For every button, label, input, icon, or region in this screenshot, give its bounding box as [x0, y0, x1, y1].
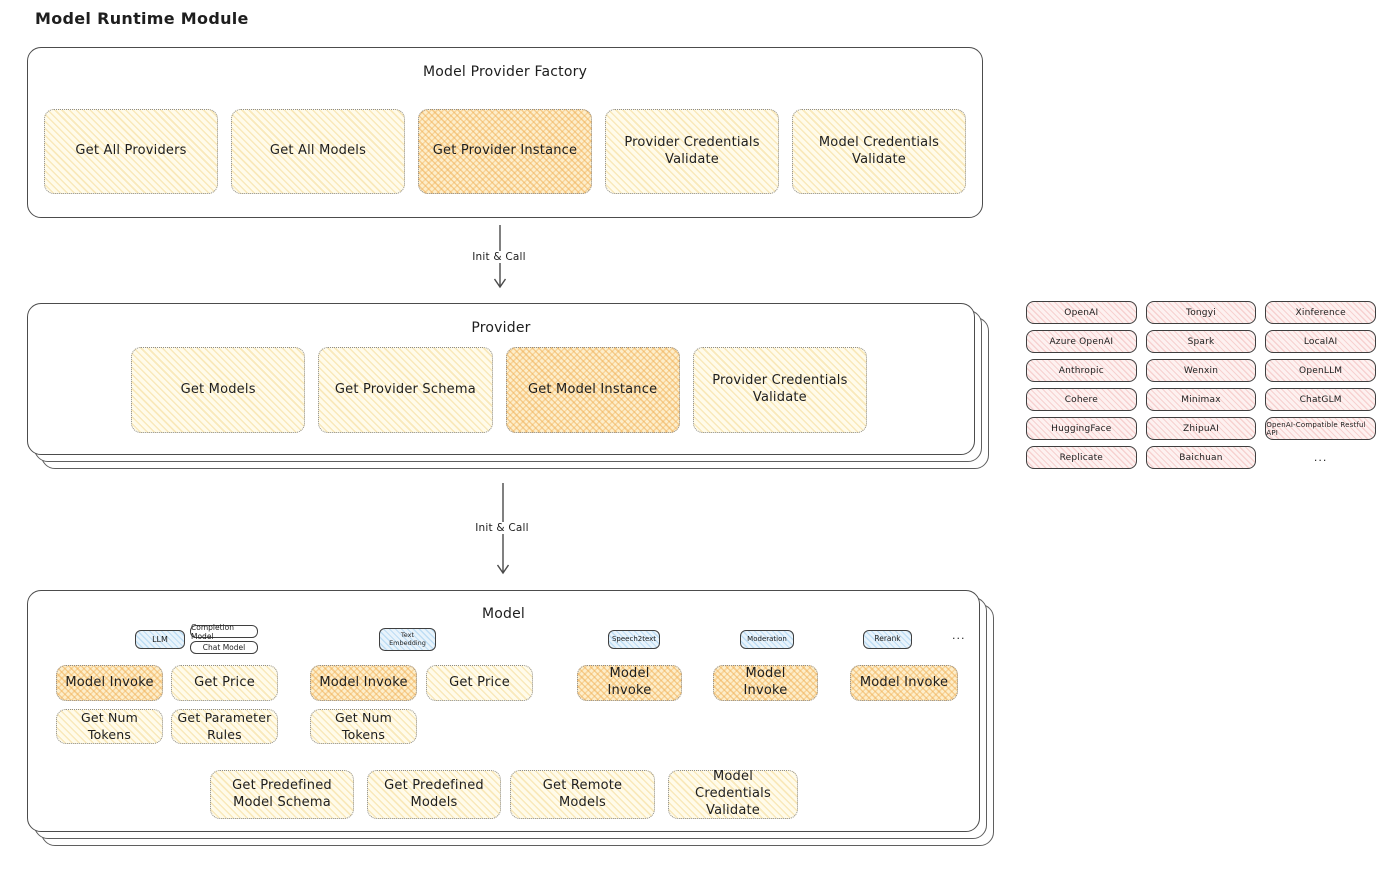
provider-item-huggingface: HuggingFace	[1026, 417, 1137, 440]
provider-item-replicate: Replicate	[1026, 446, 1137, 469]
tag-moderation: Moderation	[740, 630, 794, 649]
model-panel: Model LLM Completion Model Chat Model Te…	[27, 590, 980, 832]
model-node-speech2text-model-invoke: Model Invoke	[577, 665, 682, 701]
diagram-title: Model Runtime Module	[35, 9, 249, 28]
factory-node-get-all-models: Get All Models	[231, 109, 405, 194]
provider-item-azure-openai: Azure OpenAI	[1026, 330, 1137, 353]
provider-item-xinference: Xinference	[1265, 301, 1376, 324]
model-node-embedding-model-invoke: Model Invoke	[310, 665, 417, 701]
arrow-label-init-call-2: Init & Call	[470, 522, 534, 534]
provider-list-grid: OpenAI Tongyi Xinference Azure OpenAI Sp…	[1026, 301, 1376, 469]
model-node-get-predefined-model-schema: Get Predefined Model Schema	[210, 770, 354, 819]
factory-node-get-all-providers: Get All Providers	[44, 109, 218, 194]
model-node-model-credentials-validate: Model Credentials Validate	[668, 769, 798, 819]
model-node-rerank-model-invoke: Model Invoke	[850, 665, 958, 701]
model-node-moderation-model-invoke: Model Invoke	[713, 665, 818, 701]
tag-speech2text: Speech2text	[608, 630, 660, 649]
model-node-embedding-get-price: Get Price	[426, 665, 533, 701]
tag-text-embedding: Text Embedding	[379, 628, 436, 651]
tag-rerank: Rerank	[863, 630, 912, 649]
model-node-llm-get-parameter-rules: Get Parameter Rules	[171, 709, 278, 744]
model-node-llm-model-invoke: Model Invoke	[56, 665, 163, 701]
provider-node-get-models: Get Models	[131, 347, 306, 433]
provider-item-minimax: Minimax	[1145, 388, 1257, 411]
provider-item-openllm: OpenLLM	[1265, 359, 1376, 382]
model-node-llm-get-price: Get Price	[171, 665, 278, 701]
tag-llm: LLM	[135, 630, 185, 649]
tag-ellipsis: ...	[952, 629, 966, 642]
factory-node-get-provider-instance: Get Provider Instance	[418, 109, 592, 194]
provider-panel-title: Provider	[471, 320, 531, 336]
provider-panel: Provider Get Models Get Provider Schema …	[27, 303, 975, 455]
model-node-llm-get-num-tokens: Get Num Tokens	[56, 709, 163, 744]
provider-item-chatglm: ChatGLM	[1265, 388, 1376, 411]
provider-node-row: Get Models Get Provider Schema Get Model…	[131, 347, 867, 433]
model-panel-title: Model	[481, 606, 526, 622]
provider-node-provider-credentials-validate: Provider Credentials Validate	[692, 347, 867, 433]
provider-item-openai: OpenAI	[1026, 301, 1137, 324]
factory-node-model-credentials-validate: Model Credentials Validate	[792, 109, 966, 194]
provider-item-openai-compatible-restful-api: OpenAI-Compatible Restful API	[1265, 417, 1376, 440]
model-node-get-remote-models: Get Remote Models	[510, 770, 655, 819]
factory-node-row: Get All Providers Get All Models Get Pro…	[44, 109, 966, 194]
provider-item-localai: LocalAI	[1265, 330, 1376, 353]
provider-item-zhipuai: ZhipuAI	[1145, 417, 1257, 440]
provider-item-wenxin: Wenxin	[1145, 359, 1257, 382]
provider-node-get-model-instance: Get Model Instance	[505, 347, 680, 433]
provider-item-cohere: Cohere	[1026, 388, 1137, 411]
provider-item-ellipsis: ...	[1313, 451, 1328, 464]
factory-node-provider-credentials-validate: Provider Credentials Validate	[605, 109, 779, 194]
tag-completion-model: Completion Model	[190, 623, 258, 641]
arrow-label-init-call-1: Init & Call	[467, 251, 531, 263]
factory-panel: Model Provider Factory Get All Providers…	[27, 47, 983, 218]
provider-item-spark: Spark	[1145, 330, 1257, 353]
factory-panel-title: Model Provider Factory	[422, 64, 588, 80]
tag-chat-model: Chat Model	[190, 641, 258, 654]
provider-node-get-provider-schema: Get Provider Schema	[318, 347, 493, 433]
model-node-embedding-get-num-tokens: Get Num Tokens	[310, 709, 417, 744]
provider-item-baichuan: Baichuan	[1145, 446, 1257, 469]
provider-item-tongyi: Tongyi	[1145, 301, 1257, 324]
provider-item-anthropic: Anthropic	[1026, 359, 1137, 382]
model-node-get-predefined-models: Get Predefined Models	[367, 770, 501, 819]
